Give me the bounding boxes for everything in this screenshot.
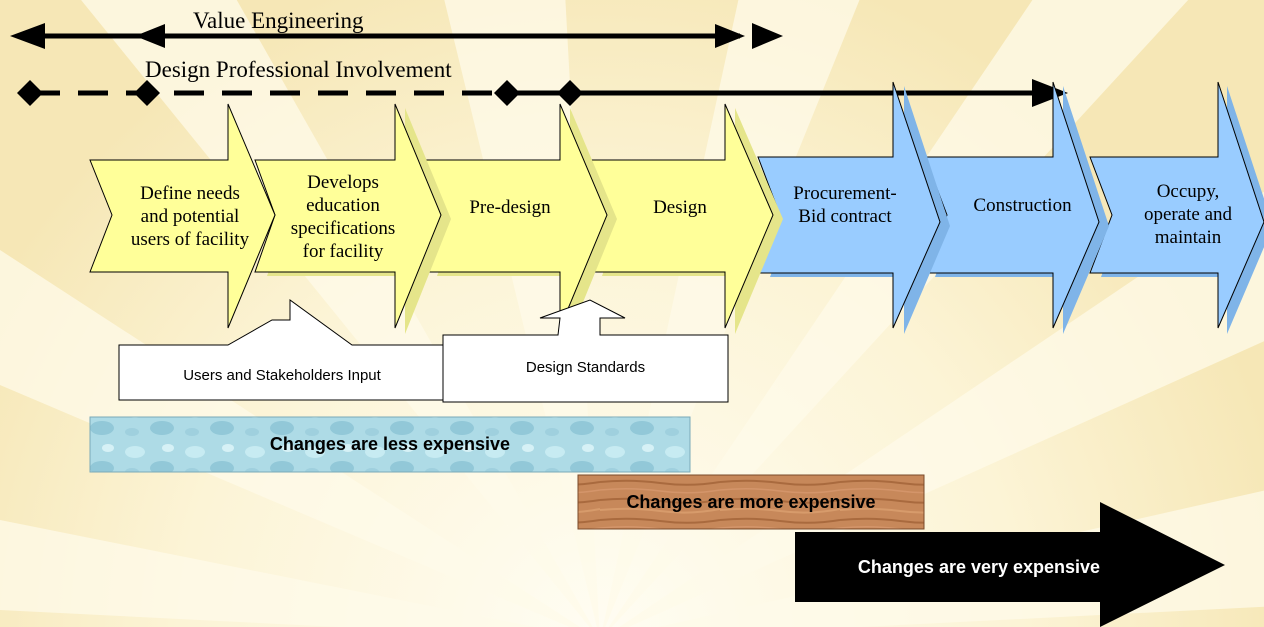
phase-label-construction: Construction bbox=[973, 194, 1072, 216]
right-arrowhead-icon bbox=[715, 24, 745, 48]
cost-bars bbox=[89, 416, 1225, 627]
input-callouts bbox=[118, 299, 729, 403]
phase-label-define-needs: Define needs and potential users of faci… bbox=[130, 182, 250, 250]
design-standards-box bbox=[442, 299, 729, 403]
phase-label-design: Design bbox=[653, 196, 707, 218]
design-professional-timeline bbox=[17, 79, 1068, 107]
phase-label-procurement: Procurement- Bid contract bbox=[793, 183, 897, 227]
very-expensive-label: Changes are very expensive bbox=[857, 556, 1101, 577]
phase-label-predesign: Pre-design bbox=[469, 196, 551, 218]
design-professional-label: Design Professional Involvement bbox=[145, 57, 452, 82]
phase-arrow-develops bbox=[254, 103, 442, 329]
left-arrowhead-icon bbox=[135, 24, 165, 48]
phase-arrow-define-needs bbox=[89, 103, 276, 329]
value-engineering-timeline bbox=[10, 23, 783, 49]
left-arrowhead-icon bbox=[10, 23, 45, 49]
very-expensive-arrow bbox=[795, 502, 1225, 627]
value-engineering-label: Value Engineering bbox=[193, 8, 364, 33]
diamond-marker-icon bbox=[134, 80, 160, 106]
less-expensive-bar bbox=[89, 416, 691, 473]
diamond-marker-icon bbox=[557, 80, 583, 106]
right-arrowhead-icon bbox=[752, 23, 783, 49]
diamond-marker-icon bbox=[17, 80, 43, 106]
less-expensive-label: Changes are less expensive bbox=[269, 434, 511, 454]
right-arrowhead-icon bbox=[1032, 79, 1068, 107]
users-input-box bbox=[118, 299, 446, 401]
more-expensive-bar bbox=[577, 474, 925, 530]
planning-phase-arrows bbox=[89, 103, 783, 334]
diamond-marker-icon bbox=[494, 80, 520, 106]
more-expensive-label: Changes are more expensive bbox=[626, 491, 876, 512]
design-standards-label: Design Standards bbox=[525, 358, 646, 376]
phase-label-develops: Develops education specifications for fa… bbox=[290, 172, 396, 262]
phase-label-occupy: Occupy, operate and maintain bbox=[1143, 180, 1233, 248]
users-input-label: Users and Stakeholders Input bbox=[183, 366, 381, 384]
delivery-phase-arrows bbox=[757, 81, 1264, 334]
